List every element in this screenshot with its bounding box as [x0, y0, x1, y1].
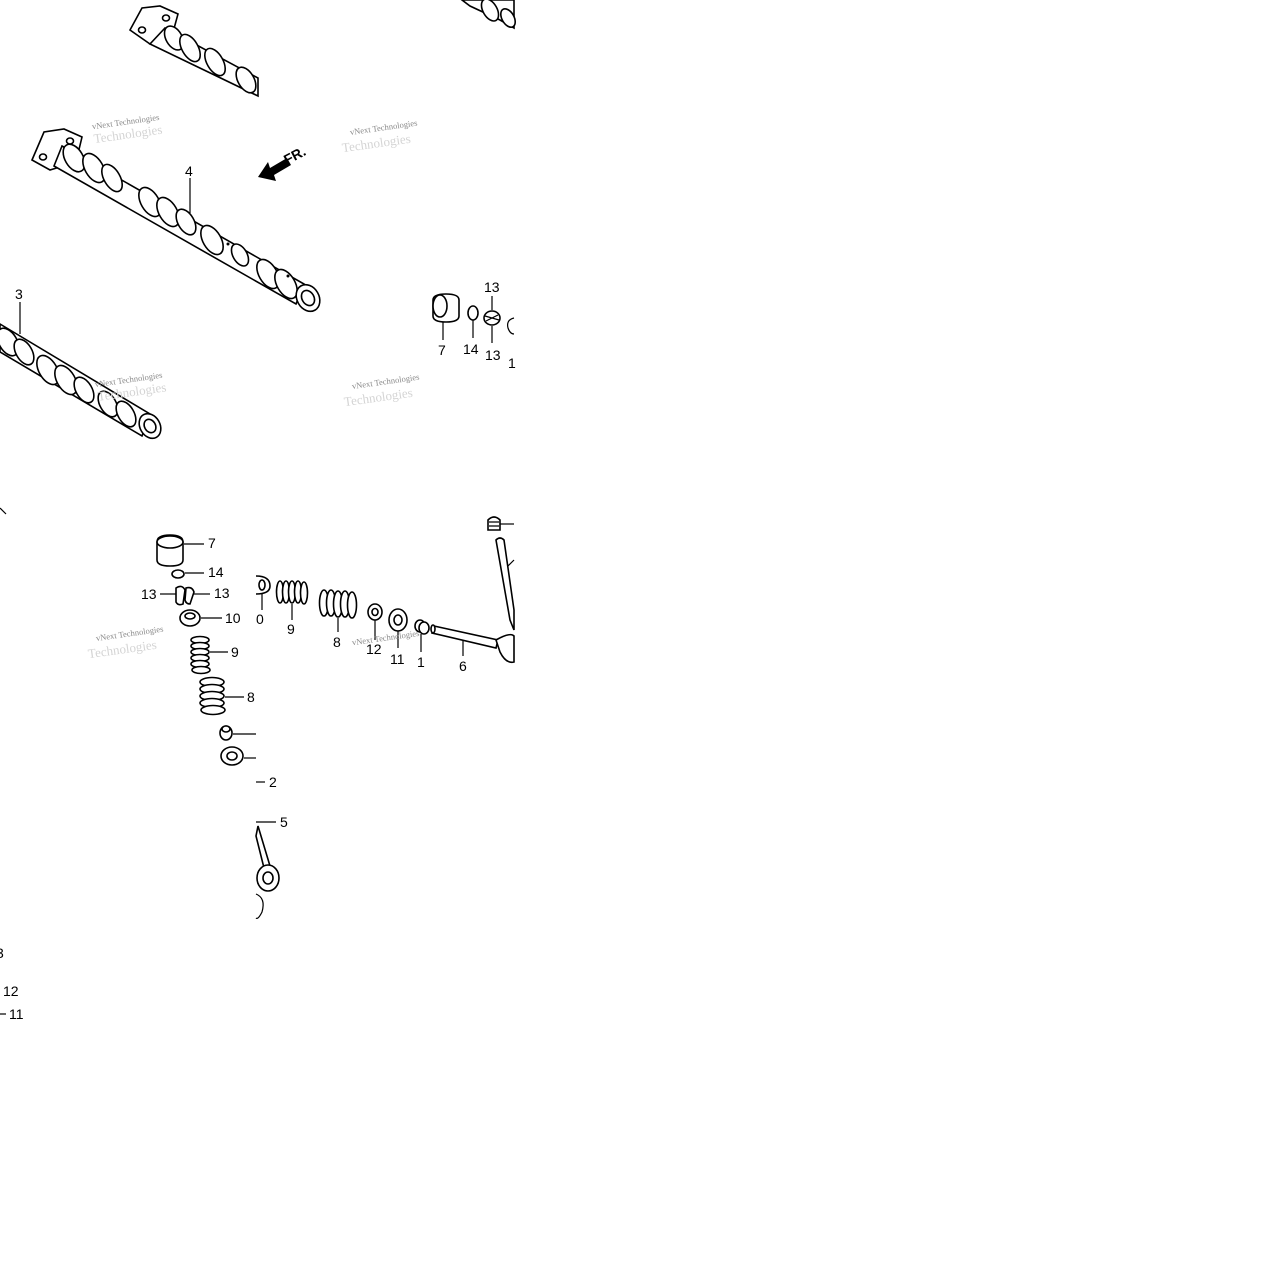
callout-label: 2	[269, 774, 277, 790]
callout-label: 8	[333, 634, 341, 650]
callout-label: 11	[390, 651, 405, 667]
callout-label: 6	[459, 658, 467, 674]
valve-cotters-13: 13 13	[141, 585, 230, 606]
callout-label: 12	[3, 983, 19, 999]
callout-label: 0	[256, 611, 264, 627]
outer-valve-spring-8: 8	[199, 676, 255, 716]
valve-guide-1: 1	[414, 619, 430, 670]
callout-label: 12	[366, 641, 382, 657]
inner-valve-spring-9-row: 9	[275, 580, 309, 637]
spring-seat-lower	[220, 746, 256, 766]
callout-label: 13	[485, 347, 501, 363]
valve-6: 6	[430, 624, 515, 674]
callout-label: 5	[280, 814, 288, 830]
svg-text:vNext Technologies: vNext Technologies	[351, 628, 420, 647]
outer-valve-spring-8-row: 8	[318, 589, 358, 650]
valve-guide-2: 2	[256, 774, 277, 790]
camshaft-3	[0, 323, 162, 440]
camshaft-upper-partial	[128, 5, 259, 98]
front-direction-arrow: FR.	[258, 143, 308, 181]
callout-label: 9	[287, 621, 295, 637]
valve-vertical-fragment	[487, 516, 515, 631]
callout-4: 4	[185, 163, 193, 213]
callout-label: 13	[484, 279, 500, 295]
callout-label: 3	[0, 945, 4, 961]
watermark-4: Technologies vNext Technologies	[343, 372, 420, 410]
callout-label: 14	[463, 341, 479, 357]
spring-retainer-partial: 1	[507, 317, 516, 371]
callout-label: 13	[214, 585, 230, 601]
callout-label: 13	[141, 586, 157, 602]
valve-lifter-7-upper: 7	[432, 293, 460, 358]
valve-cotters-13-upper: 13 13	[483, 279, 501, 363]
watermark-2: Technologies vNext Technologies	[341, 118, 418, 156]
shim-14-upper: 14	[463, 305, 479, 357]
callout-label: 1	[508, 355, 516, 371]
valve-stem-seal-lower	[219, 725, 256, 741]
valve-5: 5	[255, 814, 288, 919]
callout-label: 8	[247, 689, 255, 705]
watermark-1: Technologies vNext Technologies	[91, 112, 163, 146]
callout-label: 1	[417, 654, 425, 670]
watermark-3: Technologies vNext Technologies	[94, 370, 167, 404]
spring-seat-11: 11	[388, 608, 408, 667]
callout-label: 3	[15, 286, 23, 302]
callout-label: 7	[438, 342, 446, 358]
callout-label: 4	[185, 163, 193, 179]
watermark-5: Technologies vNext Technologies	[87, 624, 164, 662]
callout-label: 10	[225, 610, 241, 626]
callout-label: 9	[231, 644, 239, 660]
callout-3: 3	[15, 286, 23, 334]
camshaft-upper-right-fragment	[460, 0, 517, 30]
shim-14: 14	[171, 564, 224, 580]
spring-retainer-10: 10	[179, 609, 241, 627]
callout-label: 14	[208, 564, 224, 580]
valve-lifter-7: 7	[156, 534, 216, 567]
inner-valve-spring-9: 9	[190, 635, 239, 675]
edge-fragments: 3 12 11	[0, 507, 24, 1022]
callout-label: 7	[208, 535, 216, 551]
spring-retainer-partial-row: 0	[255, 575, 271, 627]
callout-label: 11	[9, 1006, 24, 1022]
watermark-6: vNext Technologies	[351, 628, 420, 647]
valve-stem-seal-12: 12	[366, 603, 383, 657]
camshaft-4	[30, 128, 321, 313]
